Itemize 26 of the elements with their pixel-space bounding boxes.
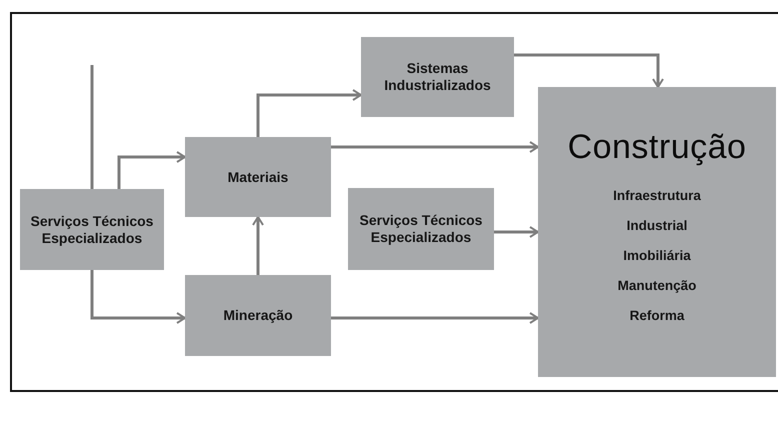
process-box: [348, 188, 494, 270]
sector-item: Manutenção: [618, 278, 696, 294]
sector-item: Industrial: [626, 218, 688, 234]
box-label: Mineração: [223, 307, 293, 324]
arrow: [252, 216, 264, 275]
box-heading: Construção: [568, 127, 746, 167]
arrow: [494, 226, 539, 238]
sector-item: Imobiliária: [623, 248, 691, 264]
process-box: [361, 37, 514, 117]
process-box: [185, 137, 331, 217]
arrow: [331, 312, 539, 324]
process-box: [185, 275, 331, 356]
arrow: [118, 151, 186, 189]
connector-line: [90, 65, 94, 189]
sector-item: Infraestrutura: [613, 188, 701, 204]
box-label: Sistemas Industrializados: [383, 60, 492, 94]
box-label: Serviços Técnicos Especializados: [358, 212, 484, 246]
arrow: [256, 89, 362, 137]
arrow: [331, 141, 539, 153]
box-label: Materiais: [228, 168, 288, 186]
arrow: [514, 54, 664, 88]
arrow: [90, 270, 186, 324]
sector-box: [538, 87, 776, 377]
sector-item: Reforma: [630, 308, 684, 324]
process-box: [20, 189, 164, 270]
box-label: Serviços Técnicos Especializados: [30, 212, 154, 246]
